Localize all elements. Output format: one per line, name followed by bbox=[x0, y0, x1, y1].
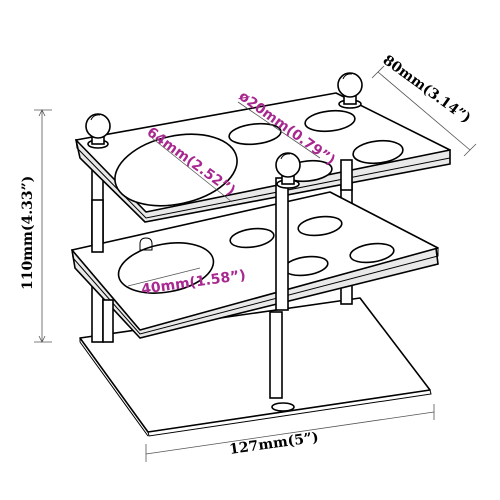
height-dimension bbox=[34, 109, 52, 343]
front-post-upper bbox=[91, 159, 353, 311]
front-post-lower bbox=[102, 299, 283, 399]
middle-shelf bbox=[71, 191, 439, 339]
large-hole-guide bbox=[151, 137, 233, 203]
width-label: 127mm(5”) bbox=[228, 430, 319, 458]
top-shelf bbox=[74, 92, 451, 223]
width-dimension bbox=[145, 404, 435, 462]
middle-hole-guide bbox=[127, 267, 201, 287]
knob-left bbox=[85, 113, 111, 149]
small-hole-guide bbox=[237, 101, 321, 159]
depth-label: 80mm(3.14”) bbox=[380, 52, 474, 126]
knob-right bbox=[337, 72, 363, 109]
height-label: 110mm(4.33”) bbox=[20, 176, 36, 290]
depth-dimension bbox=[371, 65, 477, 157]
knob-front bbox=[275, 152, 301, 189]
